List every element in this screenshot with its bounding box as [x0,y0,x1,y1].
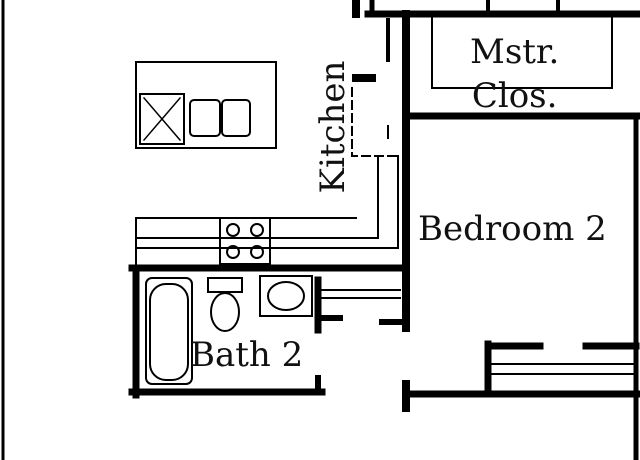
room-label-master-closet: Mstr. Clos. [470,30,559,118]
wall-stub-a [352,74,376,82]
dishwasher-x [142,96,182,142]
room-label-kitchen: Kitchen [313,60,353,194]
room-label-bath-2: Bath 2 [190,335,304,375]
range [219,217,271,265]
dishwasher [139,93,185,145]
room-label-master-closet-line1: Mstr. [470,32,560,72]
sink-left [189,99,221,137]
burner-3 [226,245,240,259]
room-label-bedroom-2: Bedroom 2 [418,209,607,249]
kitchen-counter-outer [135,155,399,249]
kitchen-counter-right [135,155,379,239]
toilet-bowl [210,292,240,332]
sink-right [221,99,251,137]
burner-1 [226,223,240,237]
pantry-door [351,87,401,157]
lavatory-bowl [267,281,305,311]
burner-2 [250,223,264,237]
burner-4 [250,245,264,259]
room-label-master-closet-line2: Clos. [471,76,558,116]
toilet-tank [207,277,243,293]
bathtub-inner [149,283,189,381]
bathtub [145,277,193,385]
kitchen-island [135,61,277,149]
wall-top-stub [352,0,360,18]
closet-shelf [431,17,613,89]
vanity [259,275,313,317]
